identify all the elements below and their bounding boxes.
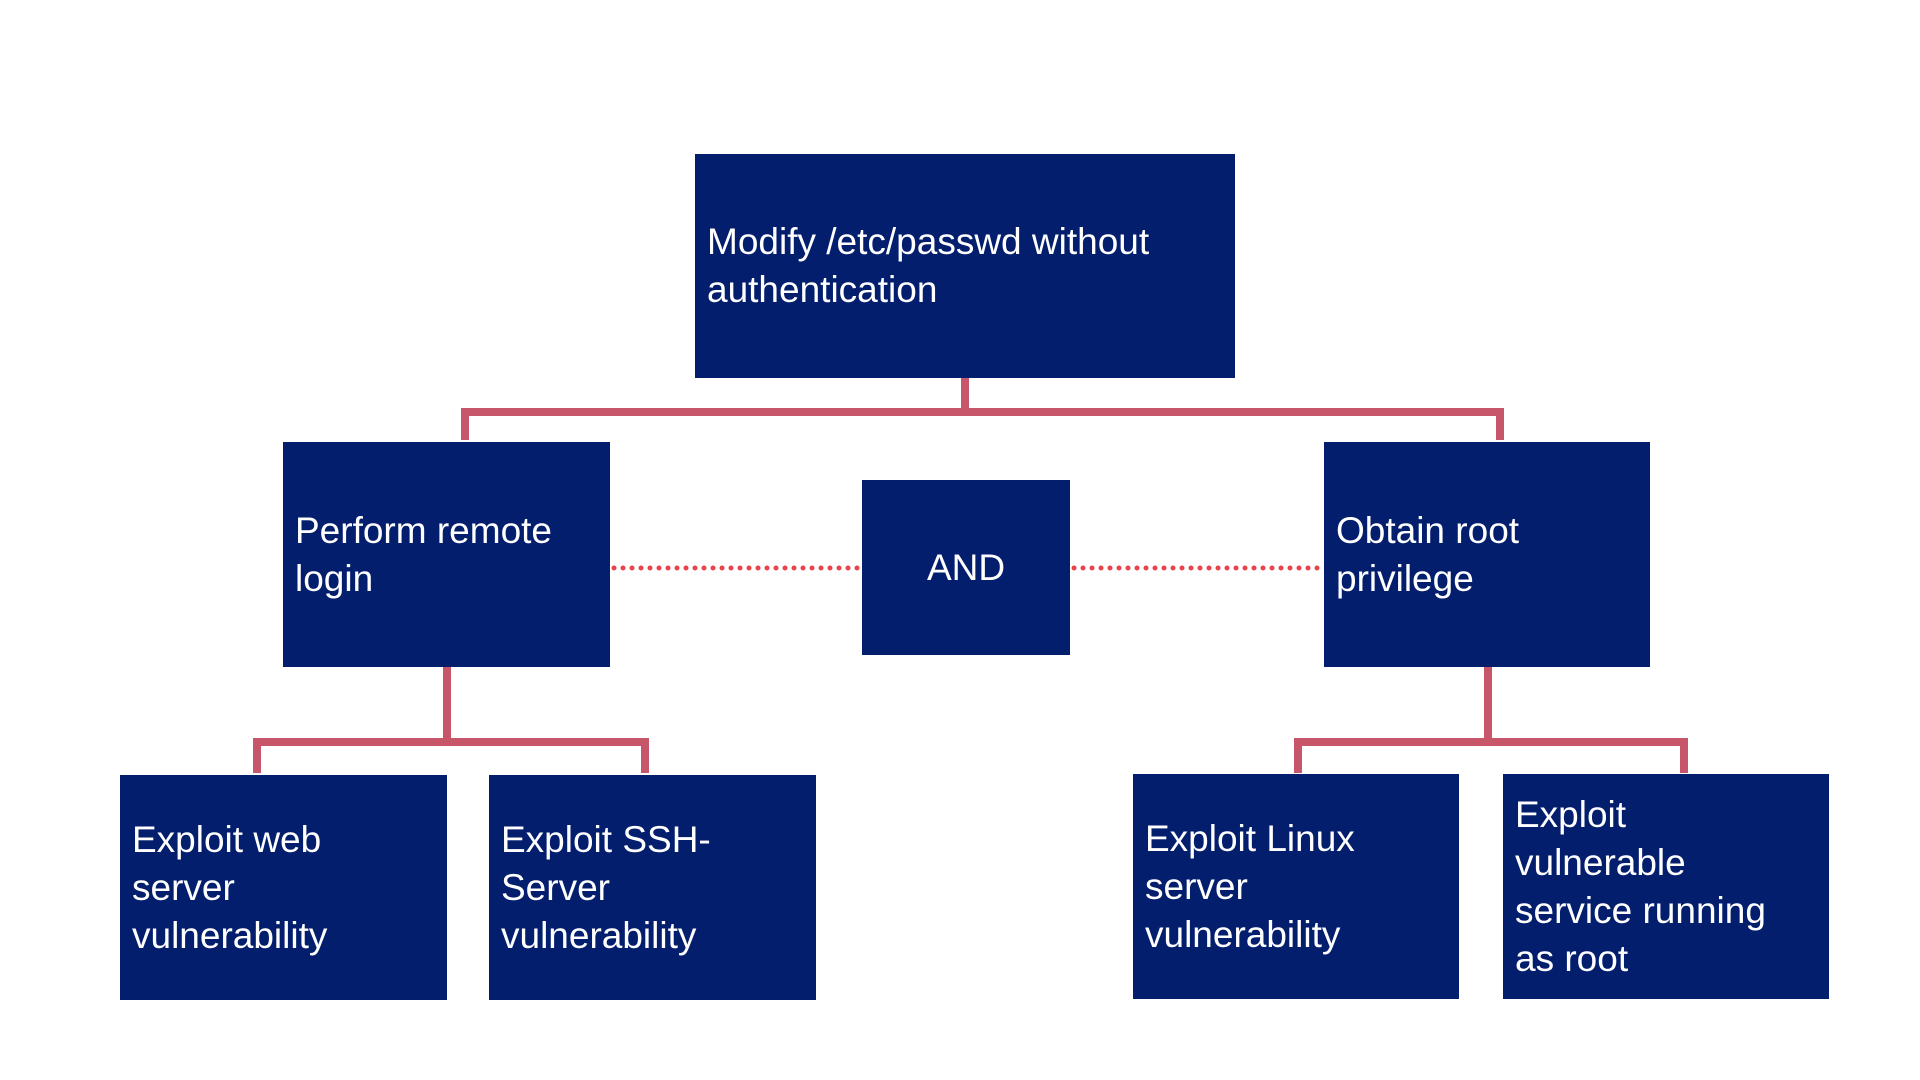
leaf-root-service-label: Exploit vulnerable service running as ro… — [1515, 793, 1766, 979]
connector-right-subgoal-to-leaves — [1294, 667, 1688, 773]
root-goal-label: Modify /etc/passwd without authenticatio… — [707, 221, 1150, 310]
root-goal-node: Modify /etc/passwd without authenticatio… — [695, 154, 1235, 378]
and-operator-node: AND — [862, 480, 1070, 655]
leaf-ssh-server-node: Exploit SSH- Server vulnerability — [489, 775, 816, 1000]
connector-root-to-subgoals — [461, 378, 1504, 440]
leaf-linux-server-label: Exploit Linux server vulnerability — [1145, 817, 1355, 955]
connector-left-subgoal-to-leaves — [253, 667, 649, 773]
leaf-root-service-node: Exploit vulnerable service running as ro… — [1503, 774, 1829, 999]
leaf-web-server-label: Exploit web server vulnerability — [132, 818, 328, 956]
subgoal-root-privilege-label: Obtain root privilege — [1336, 509, 1520, 599]
subgoal-remote-login-label: Perform remote login — [295, 509, 553, 599]
subgoal-root-privilege-node: Obtain root privilege — [1324, 442, 1650, 667]
subgoal-remote-login-node: Perform remote login — [283, 442, 610, 667]
leaf-web-server-node: Exploit web server vulnerability — [120, 775, 447, 1000]
leaf-ssh-server-label: Exploit SSH- Server vulnerability — [501, 818, 711, 956]
leaf-linux-server-node: Exploit Linux server vulnerability — [1133, 774, 1459, 999]
and-operator-label: AND — [926, 546, 1006, 588]
